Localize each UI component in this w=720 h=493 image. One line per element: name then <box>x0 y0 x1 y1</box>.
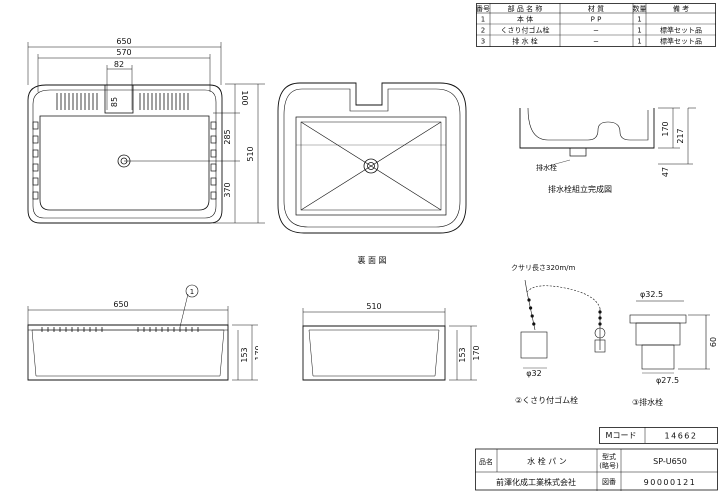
dim-inner-depth: 370 <box>223 182 232 197</box>
dim-drain-offset: 285 <box>223 129 232 144</box>
drain-plug-caption: ③排水栓 <box>632 397 663 407</box>
row2-name: くさり付ゴム栓 <box>501 26 550 35</box>
company-name: 前澤化成工業株式会社 <box>496 477 576 487</box>
row2-no: 2 <box>481 27 485 35</box>
side-dim-h-inner: 153 <box>458 347 467 362</box>
header-qty: 数量 <box>633 4 647 13</box>
drain-dim-h3: 47 <box>661 167 670 177</box>
model-label-2: (略号) <box>599 461 619 470</box>
row2-qty: 1 <box>637 27 641 35</box>
row2-note: 標準セット品 <box>660 26 702 35</box>
top-view: 650 570 82 85 100 285 370 510 <box>27 37 265 224</box>
chain-plug-view: クサリ長さ320m/m φ32 ②くさり付ゴム栓 <box>511 264 606 405</box>
dim-spout-depth: 85 <box>110 97 119 107</box>
drain-plug-height: 60 <box>709 337 718 347</box>
drain-dim-h1: 170 <box>661 121 670 136</box>
name-label: 品名 <box>479 457 493 466</box>
row3-material: − <box>593 38 599 46</box>
dim-spout-width: 82 <box>114 60 124 69</box>
front-callout-1: 1 <box>190 288 194 296</box>
front-dim-width: 650 <box>113 300 128 309</box>
header-no: 番号 <box>476 5 490 13</box>
chain-plug-dia: φ32 <box>526 369 541 378</box>
row1-material: P P <box>591 16 602 24</box>
dim-overall-depth: 510 <box>246 146 255 161</box>
drain-label: 排水栓 <box>536 163 557 172</box>
drawing-label: 図番 <box>602 478 616 486</box>
model-value: SP-U650 <box>653 457 687 466</box>
row1-qty: 1 <box>637 16 641 24</box>
drain-assembly-title: 排水栓組立完成図 <box>548 184 612 194</box>
bottom-view: 裏 面 図 <box>277 82 467 265</box>
side-dim-h-outer: 170 <box>472 345 480 360</box>
row1-name: 本 体 <box>517 15 533 24</box>
name-value: 水 栓 パ ン <box>527 456 567 466</box>
dim-overall-width: 650 <box>116 37 131 46</box>
chain-plug-caption: ②くさり付ゴム栓 <box>515 395 578 405</box>
dim-inner-width: 570 <box>116 48 131 57</box>
drain-assembly-view: 170 217 47 排水栓 排水栓組立完成図 <box>519 107 696 194</box>
row3-note: 標準セット品 <box>660 37 702 46</box>
front-dim-h-outer: 170 <box>254 345 258 360</box>
parts-table: 番号 部 品 名 称 材 質 数量 備 考 1 本 体 P P 1 2 くさり付… <box>476 3 716 47</box>
row3-no: 3 <box>481 38 485 46</box>
title-block: Mコード 14662 品名 水 栓 パ ン 型式 (略号) SP-U650 前澤… <box>475 427 718 491</box>
side-dim-width: 510 <box>366 302 381 311</box>
dim-top-offset: 100 <box>240 90 249 105</box>
mcode-label: Mコード <box>606 431 637 440</box>
front-dim-h-inner: 153 <box>240 347 249 362</box>
row3-qty: 1 <box>637 38 641 46</box>
chain-length-label: クサリ長さ320m/m <box>511 264 576 272</box>
drain-plug-dia-top: φ32.5 <box>640 290 663 299</box>
drain-plug-view: φ32.5 60 φ27.5 ③排水栓 <box>629 290 718 407</box>
mcode-value: 14662 <box>665 432 698 441</box>
drawing-value: 90000121 <box>644 478 697 487</box>
row3-name: 排 水 栓 <box>512 37 537 46</box>
header-name: 部 品 名 称 <box>508 4 543 13</box>
bottom-view-title: 裏 面 図 <box>357 255 386 265</box>
drain-dim-h2: 217 <box>676 128 685 143</box>
header-note: 備 考 <box>673 4 689 13</box>
header-material: 材 質 <box>588 4 604 13</box>
drain-plug-dia-bottom: φ27.5 <box>656 376 679 385</box>
row1-no: 1 <box>481 16 485 24</box>
row2-material: − <box>593 27 599 35</box>
model-label-1: 型式 <box>602 452 616 461</box>
side-view: 510 153 170 <box>302 302 480 381</box>
front-view: 650 153 170 1 <box>27 284 258 381</box>
